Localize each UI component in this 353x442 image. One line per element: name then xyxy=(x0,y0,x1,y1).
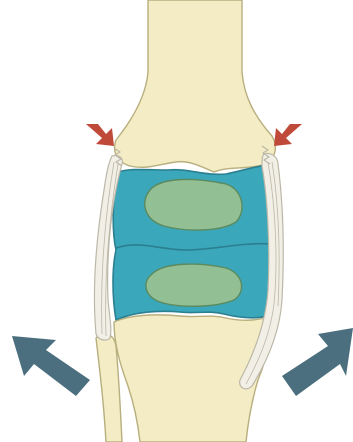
arrow-up-left-icon xyxy=(12,336,90,396)
upper-meniscus xyxy=(145,179,242,230)
lower-meniscus xyxy=(146,264,242,306)
arrow-down-right-icon xyxy=(86,124,114,146)
arrow-down-left-icon xyxy=(274,124,302,146)
upper-bone xyxy=(115,0,276,172)
arrow-up-right-icon xyxy=(282,328,353,396)
